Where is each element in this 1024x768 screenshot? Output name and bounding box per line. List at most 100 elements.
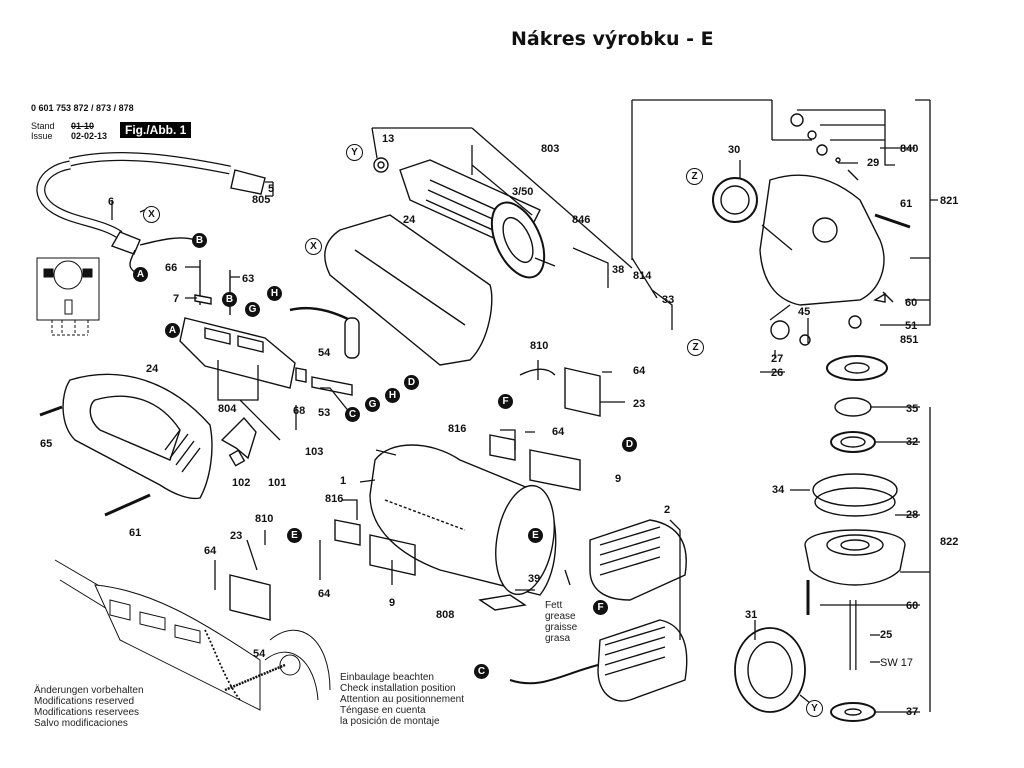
part-label: 840 bbox=[900, 143, 919, 155]
part-label: 63 bbox=[242, 273, 255, 285]
gear-head-housing bbox=[712, 113, 911, 381]
part-label: 23 bbox=[230, 530, 243, 542]
part-label: 846 bbox=[572, 214, 591, 226]
part-label: 816 bbox=[448, 423, 467, 435]
part-label: 24 bbox=[403, 214, 416, 226]
connection-marker-x: X bbox=[305, 238, 322, 255]
note-line: grasa bbox=[545, 633, 571, 644]
part-label: 2 bbox=[664, 504, 671, 516]
connection-marker-c: C bbox=[474, 664, 489, 679]
part-label: 9 bbox=[389, 597, 396, 609]
part-label: 37 bbox=[906, 706, 919, 718]
part-label: 26 bbox=[771, 367, 784, 379]
part-label: 61 bbox=[129, 527, 142, 539]
connection-marker-d: D bbox=[404, 375, 419, 390]
part-numbers: 0 601 753 872 / 873 / 878 bbox=[31, 103, 134, 113]
stand-date: 01-10 bbox=[71, 121, 95, 131]
figure-label: Fig./Abb. 1 bbox=[120, 122, 192, 138]
installation-position-note: Einbaulage beachten Check installation p… bbox=[340, 672, 464, 727]
motor-housing bbox=[324, 214, 557, 596]
part-label: 7 bbox=[173, 293, 180, 305]
connection-marker-x: X bbox=[143, 206, 160, 223]
field-coil-lower bbox=[509, 619, 688, 702]
part-label: 66 bbox=[165, 262, 178, 274]
part-label: 64 bbox=[552, 426, 565, 438]
part-label: 60 bbox=[905, 297, 918, 309]
part-label: 5 bbox=[268, 183, 275, 195]
part-label: 821 bbox=[940, 195, 959, 207]
stand-issue-labels: Stand Issue bbox=[31, 121, 55, 141]
part-label: 29 bbox=[867, 157, 880, 169]
assembled-tool-view bbox=[54, 559, 331, 711]
part-label: 45 bbox=[798, 306, 811, 318]
note-line: Einbaulage beachten bbox=[340, 672, 434, 683]
part-label: 24 bbox=[146, 363, 159, 375]
part-label: 822 bbox=[940, 536, 959, 548]
connection-marker-b: B bbox=[192, 233, 207, 248]
note-line: grease bbox=[545, 611, 576, 622]
note-line: Fett bbox=[545, 600, 563, 611]
note-line: Check installation position bbox=[340, 683, 456, 694]
part-label: 23 bbox=[633, 398, 646, 410]
connection-marker-a: A bbox=[165, 323, 180, 338]
part-label: 32 bbox=[906, 436, 919, 448]
connection-marker-h: H bbox=[385, 388, 400, 403]
changes-reserved-note: Änderungen vorbehalten Modifications res… bbox=[34, 685, 144, 729]
leader-lines bbox=[111, 99, 938, 713]
part-label: 805 bbox=[252, 194, 271, 206]
connection-marker-y: Y bbox=[346, 144, 363, 161]
connection-marker-h: H bbox=[267, 286, 282, 301]
part-label: 68 bbox=[293, 405, 306, 417]
connection-marker-g: G bbox=[365, 397, 380, 412]
power-cord bbox=[36, 152, 266, 276]
grease-note: Fett grease graisse grasa bbox=[545, 600, 577, 644]
part-label: 810 bbox=[255, 513, 274, 525]
connection-marker-f: F bbox=[593, 600, 608, 615]
part-label: 54 bbox=[318, 347, 331, 359]
part-label: 851 bbox=[900, 334, 919, 346]
note-line: Téngase en cuenta bbox=[340, 705, 426, 716]
part-label: 61 bbox=[900, 198, 913, 210]
part-label: 814 bbox=[633, 270, 652, 282]
part-label: 102 bbox=[232, 477, 251, 489]
connection-marker-y: Y bbox=[806, 700, 823, 717]
connection-marker-f: F bbox=[498, 394, 513, 409]
part-label: 810 bbox=[530, 340, 549, 352]
part-label: 27 bbox=[771, 353, 784, 365]
connection-marker-b: B bbox=[222, 292, 237, 307]
page-title: Nákres výrobku - E bbox=[511, 28, 714, 50]
part-label: 6 bbox=[108, 196, 115, 208]
part-label: 804 bbox=[218, 403, 237, 415]
part-label: 803 bbox=[541, 143, 560, 155]
stand-label: Stand bbox=[31, 121, 55, 131]
part-label: 54 bbox=[253, 648, 266, 660]
issue-label: Issue bbox=[31, 131, 53, 141]
connection-marker-d: D bbox=[622, 437, 637, 452]
part-label: 34 bbox=[772, 484, 785, 496]
part-label: 38 bbox=[612, 264, 625, 276]
part-label: 816 bbox=[325, 493, 344, 505]
part-label: 53 bbox=[318, 407, 331, 419]
spindle-stack bbox=[734, 397, 906, 722]
part-label: 9 bbox=[615, 473, 622, 485]
handle-housing-left bbox=[39, 373, 257, 517]
part-label: 39 bbox=[528, 573, 541, 585]
part-label: 64 bbox=[633, 365, 646, 377]
part-label: 35 bbox=[906, 403, 919, 415]
note-line: Änderungen vorbehalten bbox=[34, 685, 144, 696]
connection-marker-g: G bbox=[245, 302, 260, 317]
part-label: 3/50 bbox=[512, 186, 534, 198]
part-label: 1 bbox=[340, 475, 347, 487]
note-line: Salvo modificaciones bbox=[34, 718, 128, 729]
connection-marker-z: Z bbox=[687, 339, 704, 356]
part-label: 103 bbox=[305, 446, 324, 458]
part-label: 31 bbox=[745, 609, 758, 621]
note-line: Attention au positionnement bbox=[340, 694, 464, 705]
part-label: 64 bbox=[318, 588, 331, 600]
connection-marker-a: A bbox=[133, 267, 148, 282]
note-line: Modifications reservees bbox=[34, 707, 140, 718]
part-label: SW 17 bbox=[880, 657, 914, 669]
connection-marker-e: E bbox=[287, 528, 302, 543]
part-label: 65 bbox=[40, 438, 53, 450]
issue-date: 02-02-13 bbox=[71, 131, 108, 141]
